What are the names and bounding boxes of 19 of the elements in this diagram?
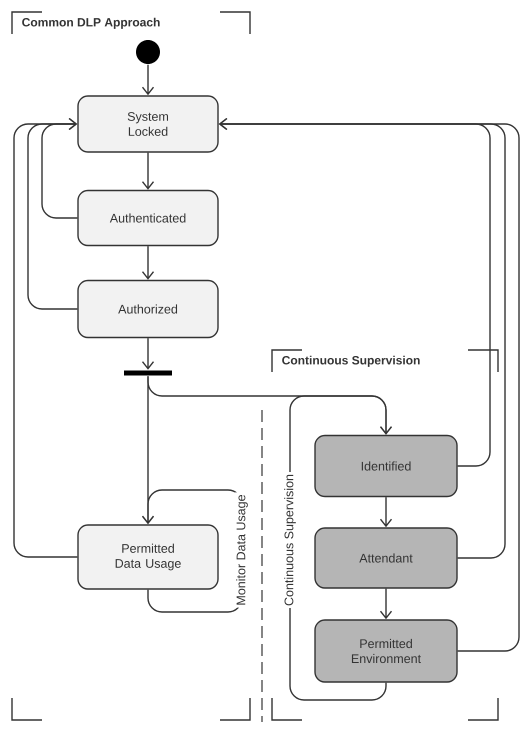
state-box: Attendant — [314, 527, 458, 589]
state-box: Identified — [314, 434, 458, 498]
arrow — [142, 64, 154, 96]
state-box: Permitted Data Usage — [77, 524, 219, 590]
fork-bar — [124, 370, 172, 376]
arrow — [142, 152, 154, 190]
edge-label: Monitor Data Usage — [234, 492, 250, 608]
arrow — [142, 338, 154, 370]
start-dot — [136, 40, 160, 64]
state-box: System Locked — [77, 95, 219, 153]
arrow — [142, 246, 154, 280]
state-box: Authorized — [77, 280, 219, 338]
edge-label: Continuous Supervision — [282, 472, 298, 608]
arrow — [13, 118, 78, 558]
arrow — [380, 497, 392, 528]
state-box: Permitted Environment — [314, 619, 458, 683]
arrow — [218, 118, 520, 652]
arrow — [380, 588, 392, 620]
state-box: Authenticated — [77, 190, 219, 246]
